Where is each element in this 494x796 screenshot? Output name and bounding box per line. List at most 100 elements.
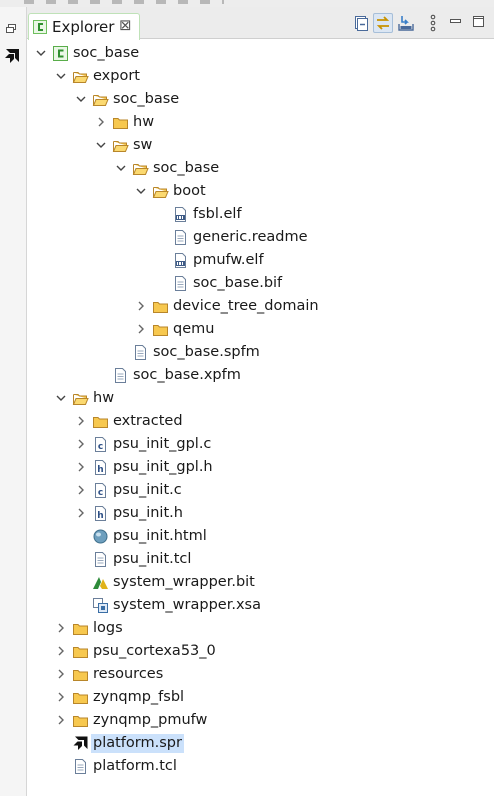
import-button[interactable] xyxy=(396,13,416,33)
tree-row[interactable]: platform.tcl xyxy=(27,755,494,778)
tree-item-label: hw xyxy=(133,114,155,130)
collapse-all-icon xyxy=(355,16,368,31)
tab-explorer[interactable]: Explorer ⊠ xyxy=(28,13,140,40)
tree-row[interactable]: resources xyxy=(27,663,494,686)
tree-row[interactable]: psu_cortexa53_0 xyxy=(27,640,494,663)
chevron-down-icon[interactable] xyxy=(135,185,147,197)
svg-text:h: h xyxy=(97,511,103,521)
chevron-down-icon[interactable] xyxy=(115,162,127,174)
tree-row[interactable]: soc_base xyxy=(27,88,494,111)
xsa-file-icon xyxy=(92,597,109,614)
chevron-right-icon[interactable] xyxy=(75,415,87,427)
tree-row[interactable]: sw xyxy=(27,134,494,157)
tree-row[interactable]: c psu_init_gpl.c xyxy=(27,433,494,456)
view-menu-button[interactable] xyxy=(423,13,443,33)
tree-item-label: zynqmp_fsbl xyxy=(93,689,185,705)
tree-row[interactable]: psu_init.html xyxy=(27,525,494,548)
collapse-all-button[interactable] xyxy=(351,13,371,33)
chevron-right-icon[interactable] xyxy=(135,323,147,335)
text-file-icon xyxy=(112,367,129,384)
chevron-right-icon[interactable] xyxy=(135,300,147,312)
binary-file-icon xyxy=(172,206,189,223)
chevron-down-icon[interactable] xyxy=(95,139,107,151)
tree-row[interactable]: generic.readme xyxy=(27,226,494,249)
chevron-right-icon[interactable] xyxy=(95,116,107,128)
tree-item-label: psu_init.tcl xyxy=(113,551,192,567)
chevron-right-icon[interactable] xyxy=(75,438,87,450)
tree-row[interactable]: zynqmp_pmufw xyxy=(27,709,494,732)
tree-row[interactable]: platform.spr xyxy=(27,732,494,755)
tree-row[interactable]: fsbl.elf xyxy=(27,203,494,226)
tree-row[interactable]: zynqmp_fsbl xyxy=(27,686,494,709)
chevron-right-icon[interactable] xyxy=(55,622,67,634)
maximize-button[interactable] xyxy=(469,13,489,33)
top-window-strip xyxy=(0,0,494,7)
text-file-icon xyxy=(172,275,189,292)
folder-icon xyxy=(72,689,89,706)
tree-item-label: psu_init_gpl.c xyxy=(113,436,212,452)
tree-row[interactable]: soc_base xyxy=(27,157,494,180)
restore-icon[interactable] xyxy=(6,21,16,33)
tree-row[interactable]: psu_init.tcl xyxy=(27,548,494,571)
link-with-editor-button[interactable] xyxy=(373,13,393,33)
tree-item-label: platform.spr xyxy=(91,734,184,753)
tree-item-label: soc_base.bif xyxy=(193,275,283,291)
tree-row[interactable]: logs xyxy=(27,617,494,640)
view-toolbar xyxy=(349,13,494,35)
chevron-right-icon[interactable] xyxy=(55,691,67,703)
tree-row[interactable]: device_tree_domain xyxy=(27,295,494,318)
tree-row[interactable]: soc_base.bif xyxy=(27,272,494,295)
chevron-right-icon[interactable] xyxy=(75,461,87,473)
tree-item-label: psu_init_gpl.h xyxy=(113,459,213,475)
svg-text:h: h xyxy=(97,465,103,475)
c-file-icon: c xyxy=(92,436,109,453)
tree-row[interactable]: hw xyxy=(27,387,494,410)
chevron-right-icon[interactable] xyxy=(75,484,87,496)
chevron-down-icon[interactable] xyxy=(75,93,87,105)
link-with-editor-icon xyxy=(376,16,390,30)
tree-item-label: psu_init.html xyxy=(113,528,207,544)
chevron-right-icon[interactable] xyxy=(55,714,67,726)
tree-row[interactable]: h psu_init_gpl.h xyxy=(27,456,494,479)
tab-close-icon[interactable]: ⊠ xyxy=(119,16,132,34)
tree-row[interactable]: system_wrapper.bit xyxy=(27,571,494,594)
tree-item-label: resources xyxy=(93,666,164,682)
tree-row[interactable]: export xyxy=(27,65,494,88)
chevron-right-icon[interactable] xyxy=(55,645,67,657)
tree-row[interactable]: boot xyxy=(27,180,494,203)
chevron-down-icon[interactable] xyxy=(35,47,47,59)
text-file-icon xyxy=(92,551,109,568)
tree-row[interactable]: hw xyxy=(27,111,494,134)
tree-row[interactable]: soc_base xyxy=(27,42,494,65)
tree-row[interactable]: pmufw.elf xyxy=(27,249,494,272)
amd-file-icon xyxy=(72,735,89,752)
tree-item-label: logs xyxy=(93,620,123,636)
folder-icon xyxy=(72,620,89,637)
maximize-icon xyxy=(473,16,484,27)
svg-text:c: c xyxy=(98,488,103,498)
folder-icon xyxy=(152,298,169,315)
tree-item-label: export xyxy=(93,68,140,84)
tree-row[interactable]: soc_base.spfm xyxy=(27,341,494,364)
tree-row[interactable]: soc_base.xpfm xyxy=(27,364,494,387)
tree-row[interactable]: qemu xyxy=(27,318,494,341)
chevron-right-icon[interactable] xyxy=(75,507,87,519)
tree-row[interactable]: h psu_init.h xyxy=(27,502,494,525)
folder-open-icon xyxy=(152,183,169,200)
svg-text:c: c xyxy=(98,442,103,452)
tree-item-label: soc_base.spfm xyxy=(153,344,260,360)
tree-item-label: psu_init.h xyxy=(113,505,183,521)
folder-open-icon xyxy=(92,91,109,108)
tree-row[interactable]: extracted xyxy=(27,410,494,433)
chevron-down-icon[interactable] xyxy=(55,70,67,82)
chevron-down-icon[interactable] xyxy=(55,392,67,404)
chevron-right-icon[interactable] xyxy=(55,668,67,680)
folder-icon xyxy=(72,666,89,683)
minimize-button[interactable] xyxy=(446,13,466,33)
tree-row[interactable]: system_wrapper.xsa xyxy=(27,594,494,617)
top-strip-ticks xyxy=(24,0,224,4)
platform-project-icon xyxy=(52,45,69,62)
tree-item-label: extracted xyxy=(113,413,183,429)
amd-logo-icon[interactable] xyxy=(3,47,21,65)
